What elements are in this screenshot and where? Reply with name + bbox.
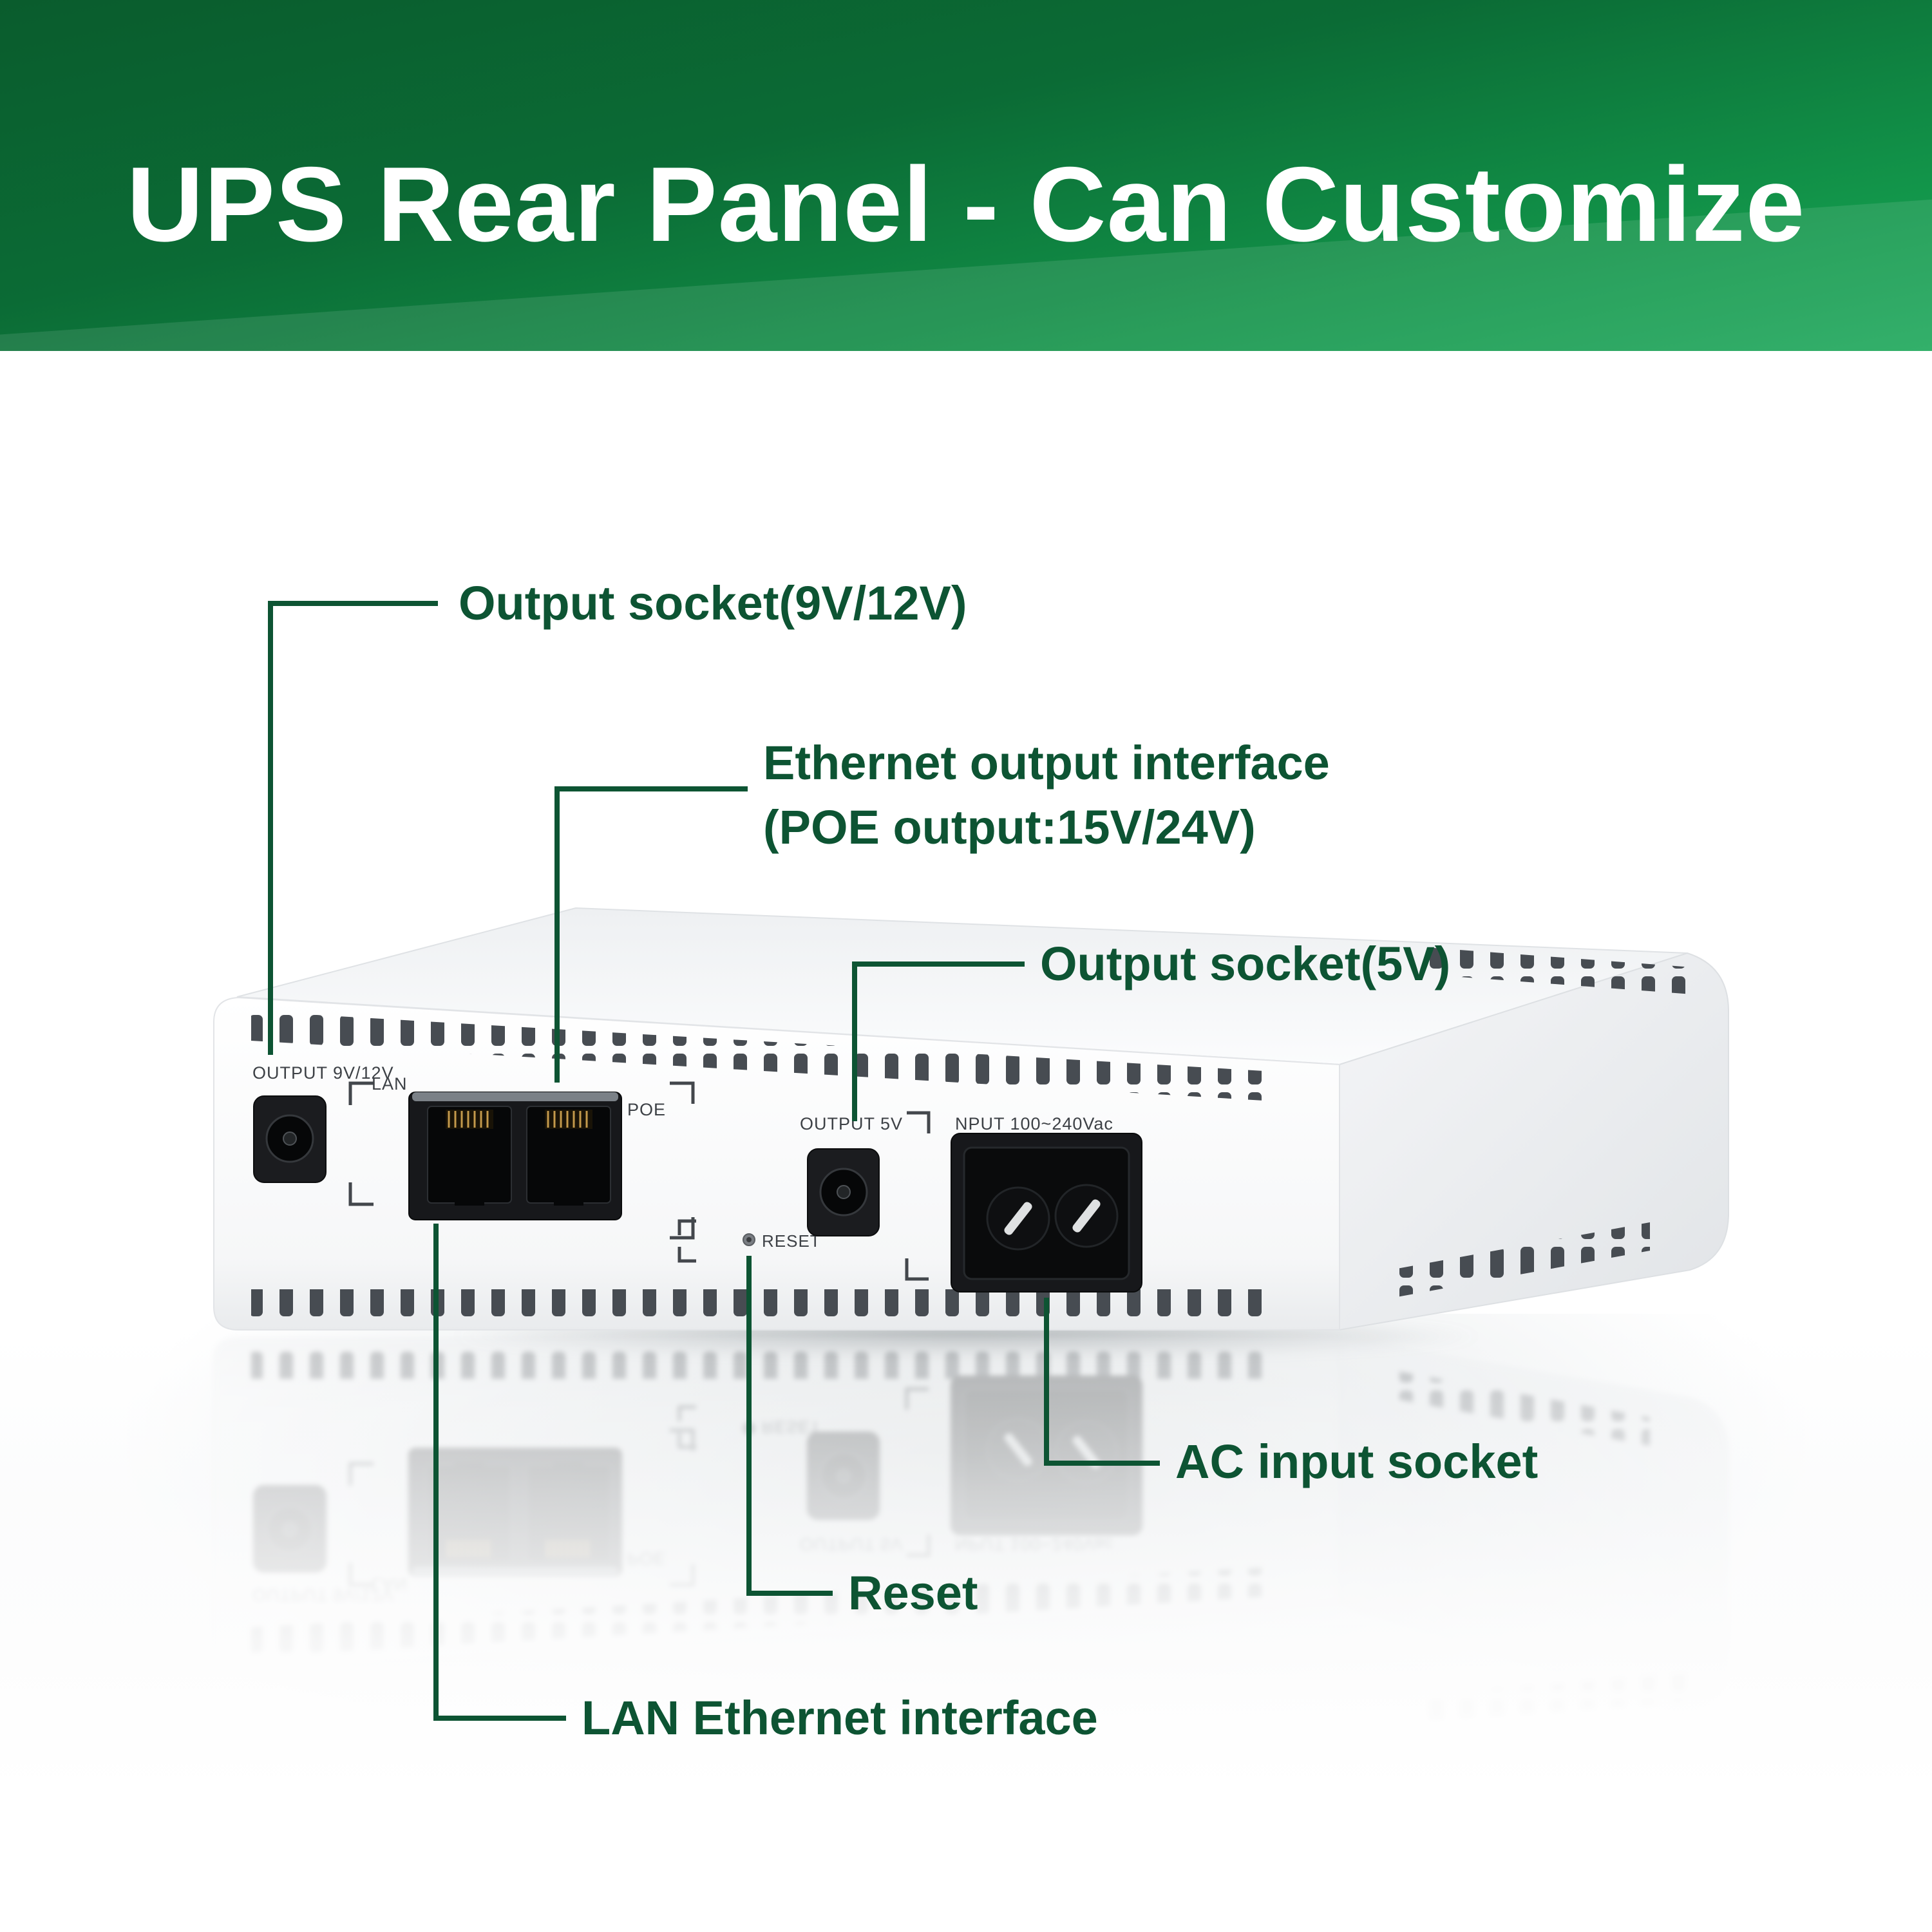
ups-device-photo — [180, 857, 1765, 1359]
callout-ethernet: Ethernet output interface (POE output:15… — [763, 731, 1330, 860]
callout-ethernet-line1: Ethernet output interface — [763, 736, 1330, 790]
callout-line-output-5v-h — [852, 961, 1025, 967]
callout-line-ethernet-h — [554, 786, 748, 791]
callout-line-lan-v — [433, 1224, 439, 1721]
callout-ethernet-line2: (POE output:15V/24V) — [763, 800, 1256, 854]
callout-line-output-5v-v — [852, 961, 857, 1121]
callout-line-ethernet-v — [554, 786, 560, 1083]
callout-line-lan-h — [433, 1716, 566, 1721]
callout-line-output-9v12v-v — [268, 601, 273, 1055]
callout-output-9v12v: Output socket(9V/12V) — [459, 576, 967, 630]
callout-line-reset-v — [746, 1256, 752, 1596]
reflection-fade — [0, 1333, 1932, 1913]
callout-lan: LAN Ethernet interface — [582, 1691, 1098, 1745]
callout-reset: Reset — [848, 1566, 978, 1620]
callout-line-ac-h — [1044, 1461, 1160, 1466]
callout-ac-input: AC input socket — [1175, 1435, 1539, 1488]
callout-line-reset-h — [746, 1591, 833, 1596]
callout-line-output-9v12v-h — [268, 601, 438, 606]
callout-output-5v: Output socket(5V) — [1040, 937, 1451, 990]
header-banner: UPS Rear Panel - Can Customize — [0, 0, 1932, 351]
page-title: UPS Rear Panel - Can Customize — [126, 145, 1806, 263]
callout-line-ac-v — [1044, 1298, 1049, 1466]
